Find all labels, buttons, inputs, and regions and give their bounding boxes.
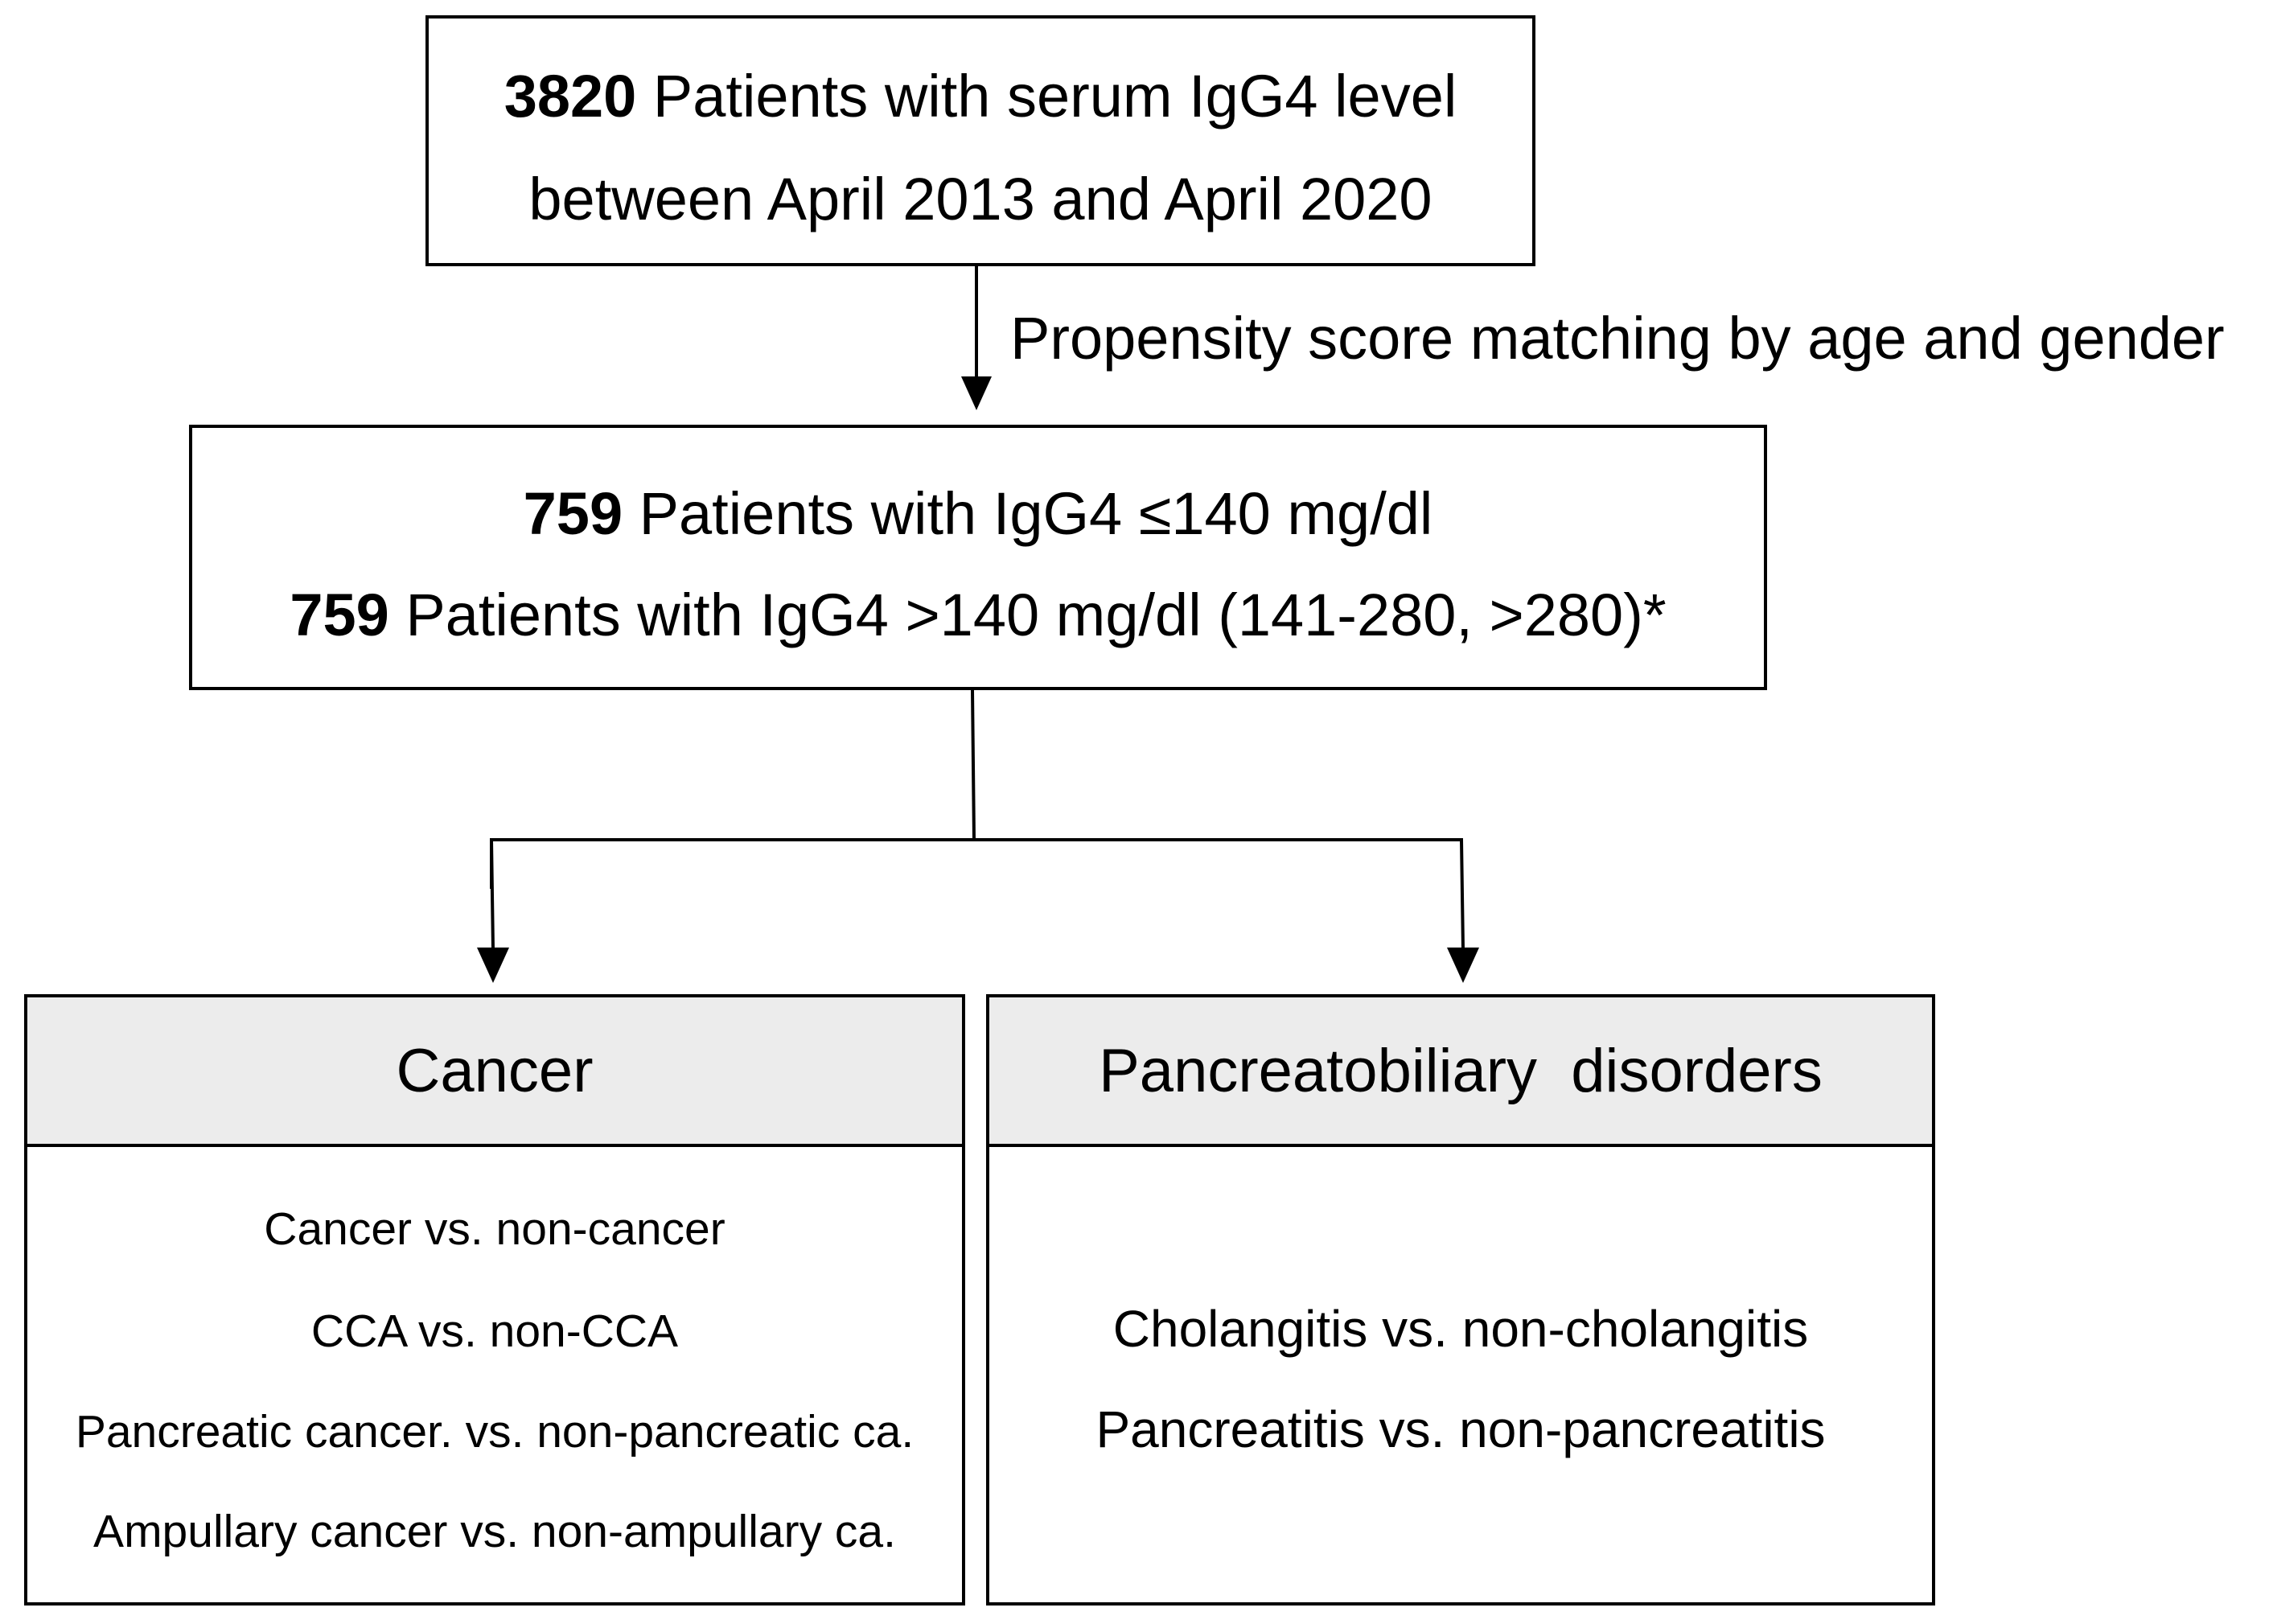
low-igg4-group-line: 759 Patients with IgG4 ≤140 mg/dl bbox=[192, 484, 1764, 544]
cancer-comparison-item: Ampullary cancer vs. non-ampullary ca. bbox=[93, 1506, 896, 1557]
cancer-comparison-item: Pancreatic cancer. vs. non-pancreatic ca… bbox=[75, 1406, 915, 1457]
pancreatobiliary-box: Pancreatobiliary disorders Cholangitis v… bbox=[986, 994, 1935, 1605]
high-igg4-count: 759 bbox=[290, 582, 389, 648]
matched-groups-box: 759 Patients with IgG4 ≤140 mg/dl 759 Pa… bbox=[189, 425, 1767, 690]
high-igg4-text: Patients with IgG4 >140 mg/dl (141-280, … bbox=[388, 582, 1667, 648]
cancer-comparison-item: CCA vs. non-CCA bbox=[310, 1305, 679, 1357]
pancreatobiliary-comparison-item: Pancreatitis vs. non-pancreatitis bbox=[1095, 1400, 1826, 1458]
cancer-box: Cancer Cancer vs. non-cancer CCA vs. non… bbox=[24, 994, 965, 1605]
pancreatobiliary-box-title: Pancreatobiliary disorders bbox=[989, 997, 1932, 1147]
cancer-comparison-item: Cancer vs. non-cancer bbox=[264, 1203, 725, 1255]
split-horizontal-line bbox=[490, 838, 1465, 950]
high-igg4-group-line: 759 Patients with IgG4 >140 mg/dl (141-2… bbox=[192, 586, 1764, 645]
low-igg4-text: Patients with IgG4 ≤140 mg/dl bbox=[623, 480, 1433, 547]
total-patients-box: 3820 Patients with serum IgG4 level betw… bbox=[425, 15, 1535, 266]
date-range-line: between April 2013 and April 2020 bbox=[528, 166, 1432, 232]
cancer-box-title: Cancer bbox=[27, 997, 962, 1147]
pancreatobiliary-comparison-item: Cholangitis vs. non-cholangitis bbox=[1112, 1300, 1809, 1358]
total-patients-count: 3820 bbox=[504, 63, 637, 130]
total-patients-line-1: 3820 Patients with serum IgG4 level bbox=[429, 67, 1532, 126]
arrowhead-to-cancer bbox=[477, 948, 509, 983]
low-igg4-count: 759 bbox=[523, 480, 623, 547]
arrow-to-cancer bbox=[490, 839, 495, 950]
arrowhead-to-pancreatobiliary bbox=[1447, 948, 1479, 983]
arrowhead-top-to-mid bbox=[961, 376, 992, 410]
total-patients-text: Patients with serum IgG4 level bbox=[636, 63, 1457, 130]
matching-label: Propensity score matching by age and gen… bbox=[1010, 305, 2225, 372]
split-stem-line bbox=[971, 689, 976, 841]
